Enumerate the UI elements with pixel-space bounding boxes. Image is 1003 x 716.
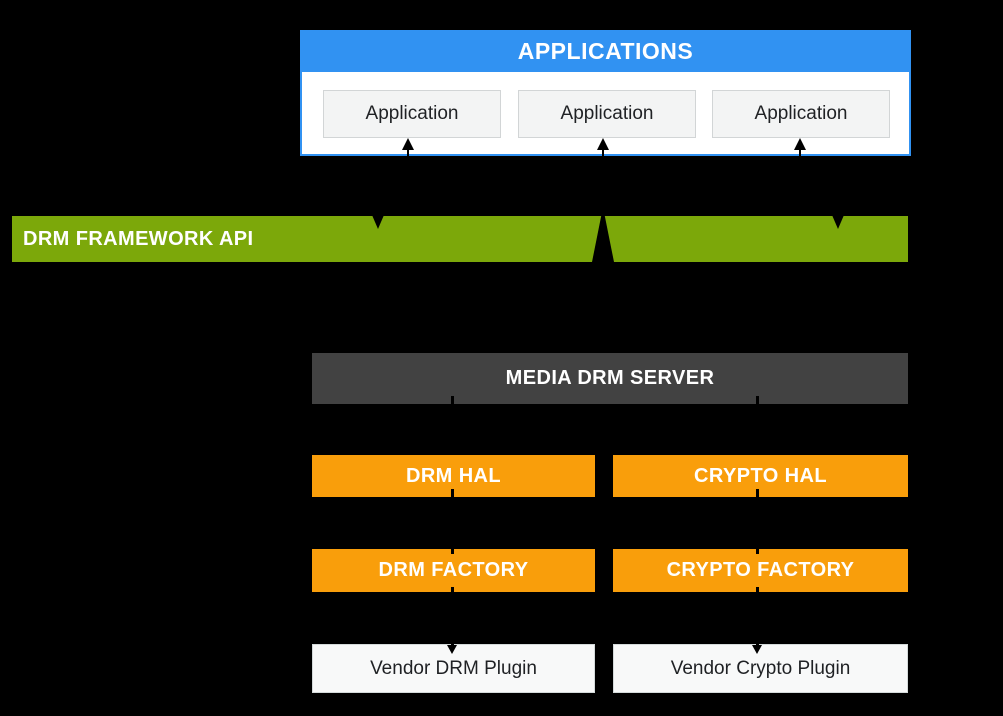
connector-line — [451, 630, 454, 646]
drm-factory-bar: DRM FACTORY — [312, 549, 595, 592]
crypto-hal-bar: CRYPTO HAL — [613, 455, 908, 497]
down-arrow-icon — [832, 215, 844, 229]
application-label: Application — [754, 103, 848, 124]
crypto-hal-label: CRYPTO HAL — [694, 464, 827, 487]
crypto-factory-bar: CRYPTO FACTORY — [613, 549, 908, 592]
up-arrow-icon — [794, 138, 806, 150]
up-arrow-icon — [597, 138, 609, 150]
connector-line — [451, 540, 454, 554]
connector-line — [756, 489, 759, 512]
drm-framework-api-label: DRM FRAMEWORK API — [23, 227, 254, 250]
application-label: Application — [365, 103, 459, 124]
vendor-crypto-plugin-label: Vendor Crypto Plugin — [670, 657, 851, 679]
vendor-drm-plugin-label: Vendor DRM Plugin — [370, 657, 537, 679]
connector-line — [756, 587, 759, 608]
applications-header: APPLICATIONS — [300, 30, 911, 72]
connector-line — [451, 489, 454, 512]
connector-line — [602, 150, 604, 158]
application-label: Application — [560, 103, 654, 124]
down-arrow-icon — [447, 645, 457, 654]
connector-line — [451, 587, 454, 608]
connector-line — [451, 396, 454, 414]
media-drm-server-bar: MEDIA DRM SERVER — [312, 353, 908, 404]
drm-factory-label: DRM FACTORY — [378, 559, 529, 581]
connector-line — [407, 150, 409, 158]
vendor-drm-plugin-box: Vendor DRM Plugin — [312, 644, 595, 693]
connector-line — [799, 150, 801, 158]
down-arrow-icon — [752, 645, 762, 654]
applications-title: APPLICATIONS — [517, 37, 694, 64]
application-box-2: Application — [518, 90, 696, 138]
crypto-factory-label: CRYPTO FACTORY — [666, 559, 855, 581]
connector-line — [756, 396, 759, 414]
application-box-1: Application — [323, 90, 501, 138]
down-arrow-icon — [372, 215, 384, 229]
application-box-3: Application — [712, 90, 890, 138]
up-arrow-icon — [402, 138, 414, 150]
drm-framework-api-bar: DRM FRAMEWORK API — [12, 216, 908, 262]
media-drm-server-label: MEDIA DRM SERVER — [505, 367, 715, 389]
connector-line — [756, 630, 759, 646]
applications-panel: APPLICATIONS Application Application App… — [300, 30, 911, 156]
connector-line — [756, 540, 759, 554]
drm-hal-label: DRM HAL — [405, 464, 501, 487]
big-up-arrow-icon — [591, 207, 615, 267]
